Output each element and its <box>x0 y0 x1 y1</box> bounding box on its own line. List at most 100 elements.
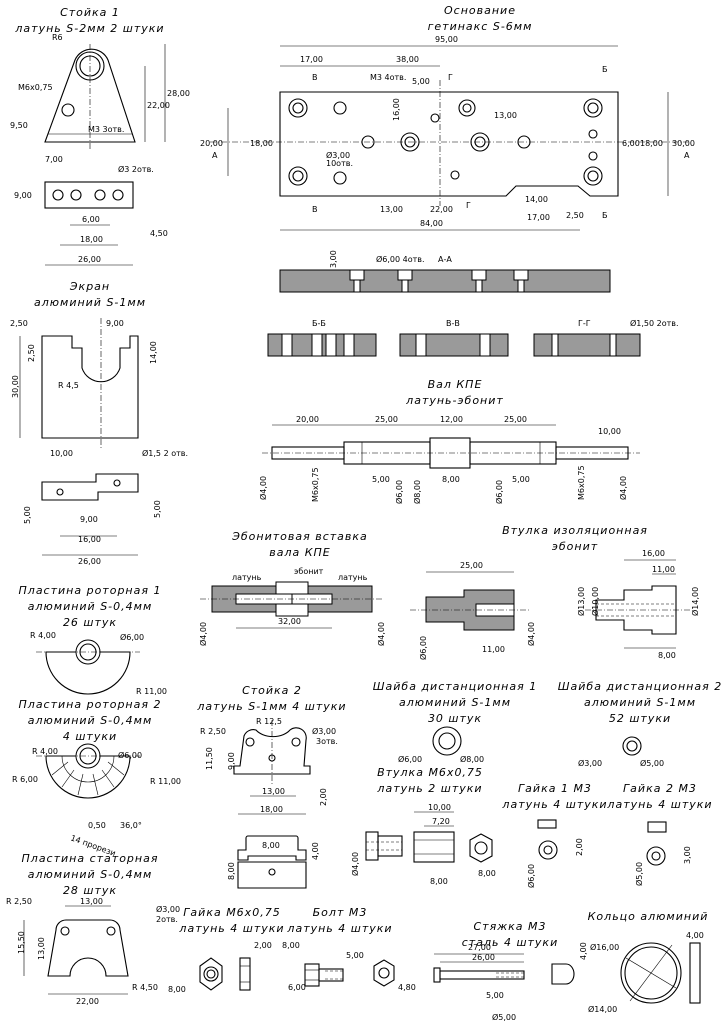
shayba1-title: Шайба дистанционная 1 <box>373 680 537 693</box>
stoyka2-dim-5: 9,00 <box>227 752 236 770</box>
part-gayka1: Гайка 1 М3 латунь 4 штуки 2,00 Ø6,00 <box>501 782 606 888</box>
osnovanie-subtitle: гетинакс S-6мм <box>428 20 533 33</box>
vtulka-m6-dim-0: 10,00 <box>428 803 451 812</box>
vstavka-dim-2: латунь <box>338 573 368 582</box>
gayka-m6-dim-0: 2,00 <box>254 941 272 950</box>
osnovanie-dim-5: 16,00 <box>392 98 401 121</box>
vstavka-dim-4: 32,00 <box>278 617 301 626</box>
ekran-dim-3: 30,00 <box>11 375 20 398</box>
ekran-dim-11: 16,00 <box>78 535 101 544</box>
osnovanie-letter-0: В <box>312 73 318 82</box>
vstavka-subtitle: вала КПЕ <box>269 546 331 559</box>
stoyka1-dim-7: Ø3 2отв. <box>118 164 154 174</box>
ekran-title: Экран <box>69 280 110 293</box>
section-vv: В-В <box>399 319 509 357</box>
osnovanie-letter-3: А <box>212 151 218 160</box>
osnovanie-dim-1: 17,00 <box>300 55 323 64</box>
val-dim-4: 10,00 <box>598 427 621 436</box>
section-gg-label: Г-Г <box>578 319 591 328</box>
vtulka-iz-dim-3: Ø4,00 <box>526 622 536 646</box>
section-aa-dim-1: Ø6,00 4отв. <box>376 254 425 264</box>
kolco-dim-0: 4,00 <box>686 931 704 940</box>
plastina-r2-dim-0: R 4,00 <box>32 747 58 756</box>
part-ekran: Экран алюминий S-1мм 2,50 9,00 2,50 30,0… <box>10 280 188 566</box>
styazhka-dim-2: 4,00 <box>579 942 588 960</box>
vtulka-iz-dim-1: Ø6,00 <box>418 636 428 660</box>
plastina-r2-dim-2: R 6,00 <box>12 775 38 784</box>
stoyka1-dim-10: 18,00 <box>80 235 103 244</box>
bolt-dim-1: 5,00 <box>346 951 364 960</box>
osnovanie-dim-6: 13,00 <box>494 111 517 120</box>
bolt-subtitle: латунь 4 штуки <box>286 922 392 935</box>
osnovanie-dim-10: 10отв. <box>326 159 353 168</box>
part-shayba1: Шайба дистанционная 1 алюминий S-1мм 30 … <box>373 680 537 764</box>
osnovanie-letter-5: В <box>312 205 318 214</box>
stoyka1-title: Стойка 1 <box>60 6 120 19</box>
gayka2-dim-0: 3,00 <box>683 846 692 864</box>
vtulka-iz-dim-7: Ø10,00 <box>590 587 600 616</box>
ekran-dim-5: 14,00 <box>149 341 158 364</box>
bolt-title: Болт М3 <box>313 906 368 919</box>
val-dim-0: 20,00 <box>296 415 319 424</box>
stoyka1-dim-2: 9,50 <box>10 121 28 130</box>
osnovanie-letter-7: Б <box>602 211 608 220</box>
vtulka-iz-title: Втулка изоляционная <box>502 524 648 537</box>
part-shayba2: Шайба дистанционная 2 алюминий S-1мм 52 … <box>558 680 721 768</box>
section-aa-label: А-А <box>438 255 452 264</box>
val-dim-14: Ø4,00 <box>618 476 628 500</box>
stoyka1-dim-6: 7,00 <box>45 155 63 164</box>
stoyka1-dim-4: 22,00 <box>147 101 170 110</box>
part-stoyka2: Стойка 2 латунь S-1мм 4 штуки R 2,50 R 1… <box>196 684 346 889</box>
osnovanie-dim-11: 6,00 <box>622 139 640 148</box>
plastina-s-dim-0: R 2,50 <box>6 897 32 906</box>
vstavka-dim-1: эбонит <box>294 567 324 576</box>
plastina-r2-dim-4: 0,50 <box>88 821 106 830</box>
section-bb: Б-Б <box>267 319 377 357</box>
osnovanie-dim-14: 13,00 <box>380 205 403 214</box>
osnovanie-dim-17: 17,00 <box>527 213 550 222</box>
val-dim-12: 5,00 <box>512 475 530 484</box>
osnovanie-dim-16: 14,00 <box>525 195 548 204</box>
stoyka2-dim-1: R 12,5 <box>256 717 282 726</box>
osnovanie-dim-13: 30,00 <box>672 139 695 148</box>
ekran-dim-7: Ø1,5 2 отв. <box>142 448 188 458</box>
stoyka1-dim-11: 4,50 <box>150 229 168 238</box>
stoyka2-title: Стойка 2 <box>242 684 302 697</box>
osnovanie-dim-8: 18,00 <box>250 139 273 148</box>
shayba2-qty: 52 штуки <box>609 712 671 725</box>
styazhka-title: Стяжка М3 <box>474 920 547 933</box>
stoyka1-dim-12: 26,00 <box>78 255 101 264</box>
stoyka2-subtitle: латунь S-1мм 4 штуки <box>196 700 346 713</box>
gayka1-dim-0: 2,00 <box>575 838 584 856</box>
vtulka-m6-title: Втулка М6х0,75 <box>377 766 483 779</box>
osnovanie-dim-0: 95,00 <box>435 35 458 44</box>
bolt-dim-0: 8,00 <box>282 941 300 950</box>
val-dim-5: Ø4,00 <box>258 476 268 500</box>
plastina-s-dim-6: R 4,50 <box>132 983 158 992</box>
plastina-r1-title: Пластина роторная 1 <box>19 584 162 597</box>
gayka1-dim-1: Ø6,00 <box>526 864 536 888</box>
plastina-s-dim-3: 2отв. <box>156 915 178 924</box>
val-dim-8: Ø6,00 <box>394 480 404 504</box>
part-vtulka-iz: Втулка изоляционная эбонит 25,00 Ø6,00 1… <box>410 524 700 660</box>
gayka1-title: Гайка 1 М3 <box>518 782 592 795</box>
shayba2-title: Шайба дистанционная 2 <box>558 680 721 693</box>
gayka2-subtitle: латунь 4 штуки <box>606 798 712 811</box>
section-aa-dim-0: 3,00 <box>329 250 338 268</box>
stoyka2-dim-2: Ø3,00 <box>312 726 336 736</box>
gayka-m6-title: Гайка М6х0,75 <box>183 906 280 919</box>
osnovanie-dim-12: 18,00 <box>640 139 663 148</box>
vtulka-iz-dim-6: Ø13,00 <box>576 587 586 616</box>
ekran-dim-9: 9,00 <box>80 515 98 524</box>
plastina-r2-qty: 4 штуки <box>63 730 117 743</box>
shayba2-dim-0: Ø3,00 <box>578 758 602 768</box>
stoyka1-dim-3: М3 3отв. <box>88 125 124 134</box>
val-dim-2: 12,00 <box>440 415 463 424</box>
styazhka-dim-3: 5,00 <box>486 991 504 1000</box>
plastina-s-title: Пластина статорная <box>22 852 159 865</box>
val-dim-11: Ø6,00 <box>494 480 504 504</box>
styazhka-dim-1: 26,00 <box>472 953 495 962</box>
plastina-s-dim-7: 22,00 <box>76 997 99 1006</box>
val-subtitle: латунь-эбонит <box>405 394 504 407</box>
osnovanie-title: Основание <box>444 4 516 17</box>
